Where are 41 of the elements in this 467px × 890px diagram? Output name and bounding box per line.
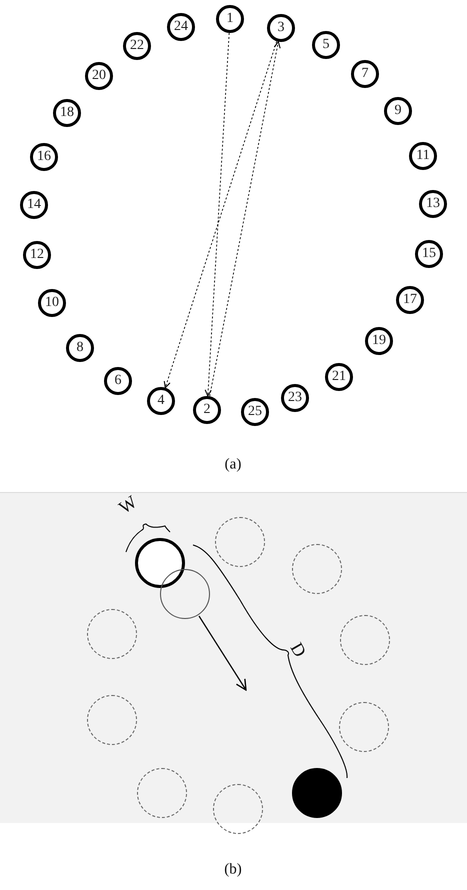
dashed-circle: [87, 609, 137, 659]
arrow: [164, 40, 278, 388]
target-circle: 3: [267, 14, 295, 42]
target-circle: 19: [365, 327, 393, 355]
target-circle: 21: [325, 363, 353, 391]
target-circle: 10: [38, 289, 66, 317]
arrow: [204, 32, 230, 397]
dashed-circle: [215, 517, 265, 567]
target-circle: 20: [85, 62, 113, 90]
target-circle: 17: [396, 286, 424, 314]
target-circle: 4: [147, 387, 175, 415]
target-circle: 14: [20, 191, 48, 219]
dashed-circle: [213, 784, 263, 834]
dashed-circle: [87, 695, 137, 745]
dashed-circle: [292, 544, 342, 594]
dimension-label: D: [286, 639, 310, 661]
target-circle: 1: [216, 5, 244, 33]
target-circle: 24: [167, 13, 195, 41]
dashed-circle: [137, 768, 187, 818]
target-circle: 15: [415, 240, 443, 268]
caption: (b): [224, 862, 242, 878]
target-circle: 2: [193, 396, 221, 424]
target-circle: 18: [53, 99, 81, 127]
target-circle: 12: [23, 241, 51, 269]
dimension-label: W: [115, 492, 141, 518]
target-circle: 13: [419, 190, 447, 218]
arrow: [209, 41, 281, 397]
dashed-circle: [339, 702, 389, 752]
target-circle: 22: [123, 32, 151, 60]
target-circle: 25: [241, 398, 269, 426]
target-circle: 8: [66, 334, 94, 362]
target-circle: 9: [384, 97, 412, 125]
caption: (a): [224, 456, 242, 474]
target-circle: 23: [281, 384, 309, 412]
target-circle: 7: [351, 60, 379, 88]
target-circle: 6: [104, 367, 132, 395]
target-circle: 16: [30, 143, 58, 171]
target-circle: 11: [409, 142, 437, 170]
dashed-circle: [340, 615, 390, 665]
target-circle: 5: [312, 31, 340, 59]
cursor-circle: [160, 569, 210, 619]
